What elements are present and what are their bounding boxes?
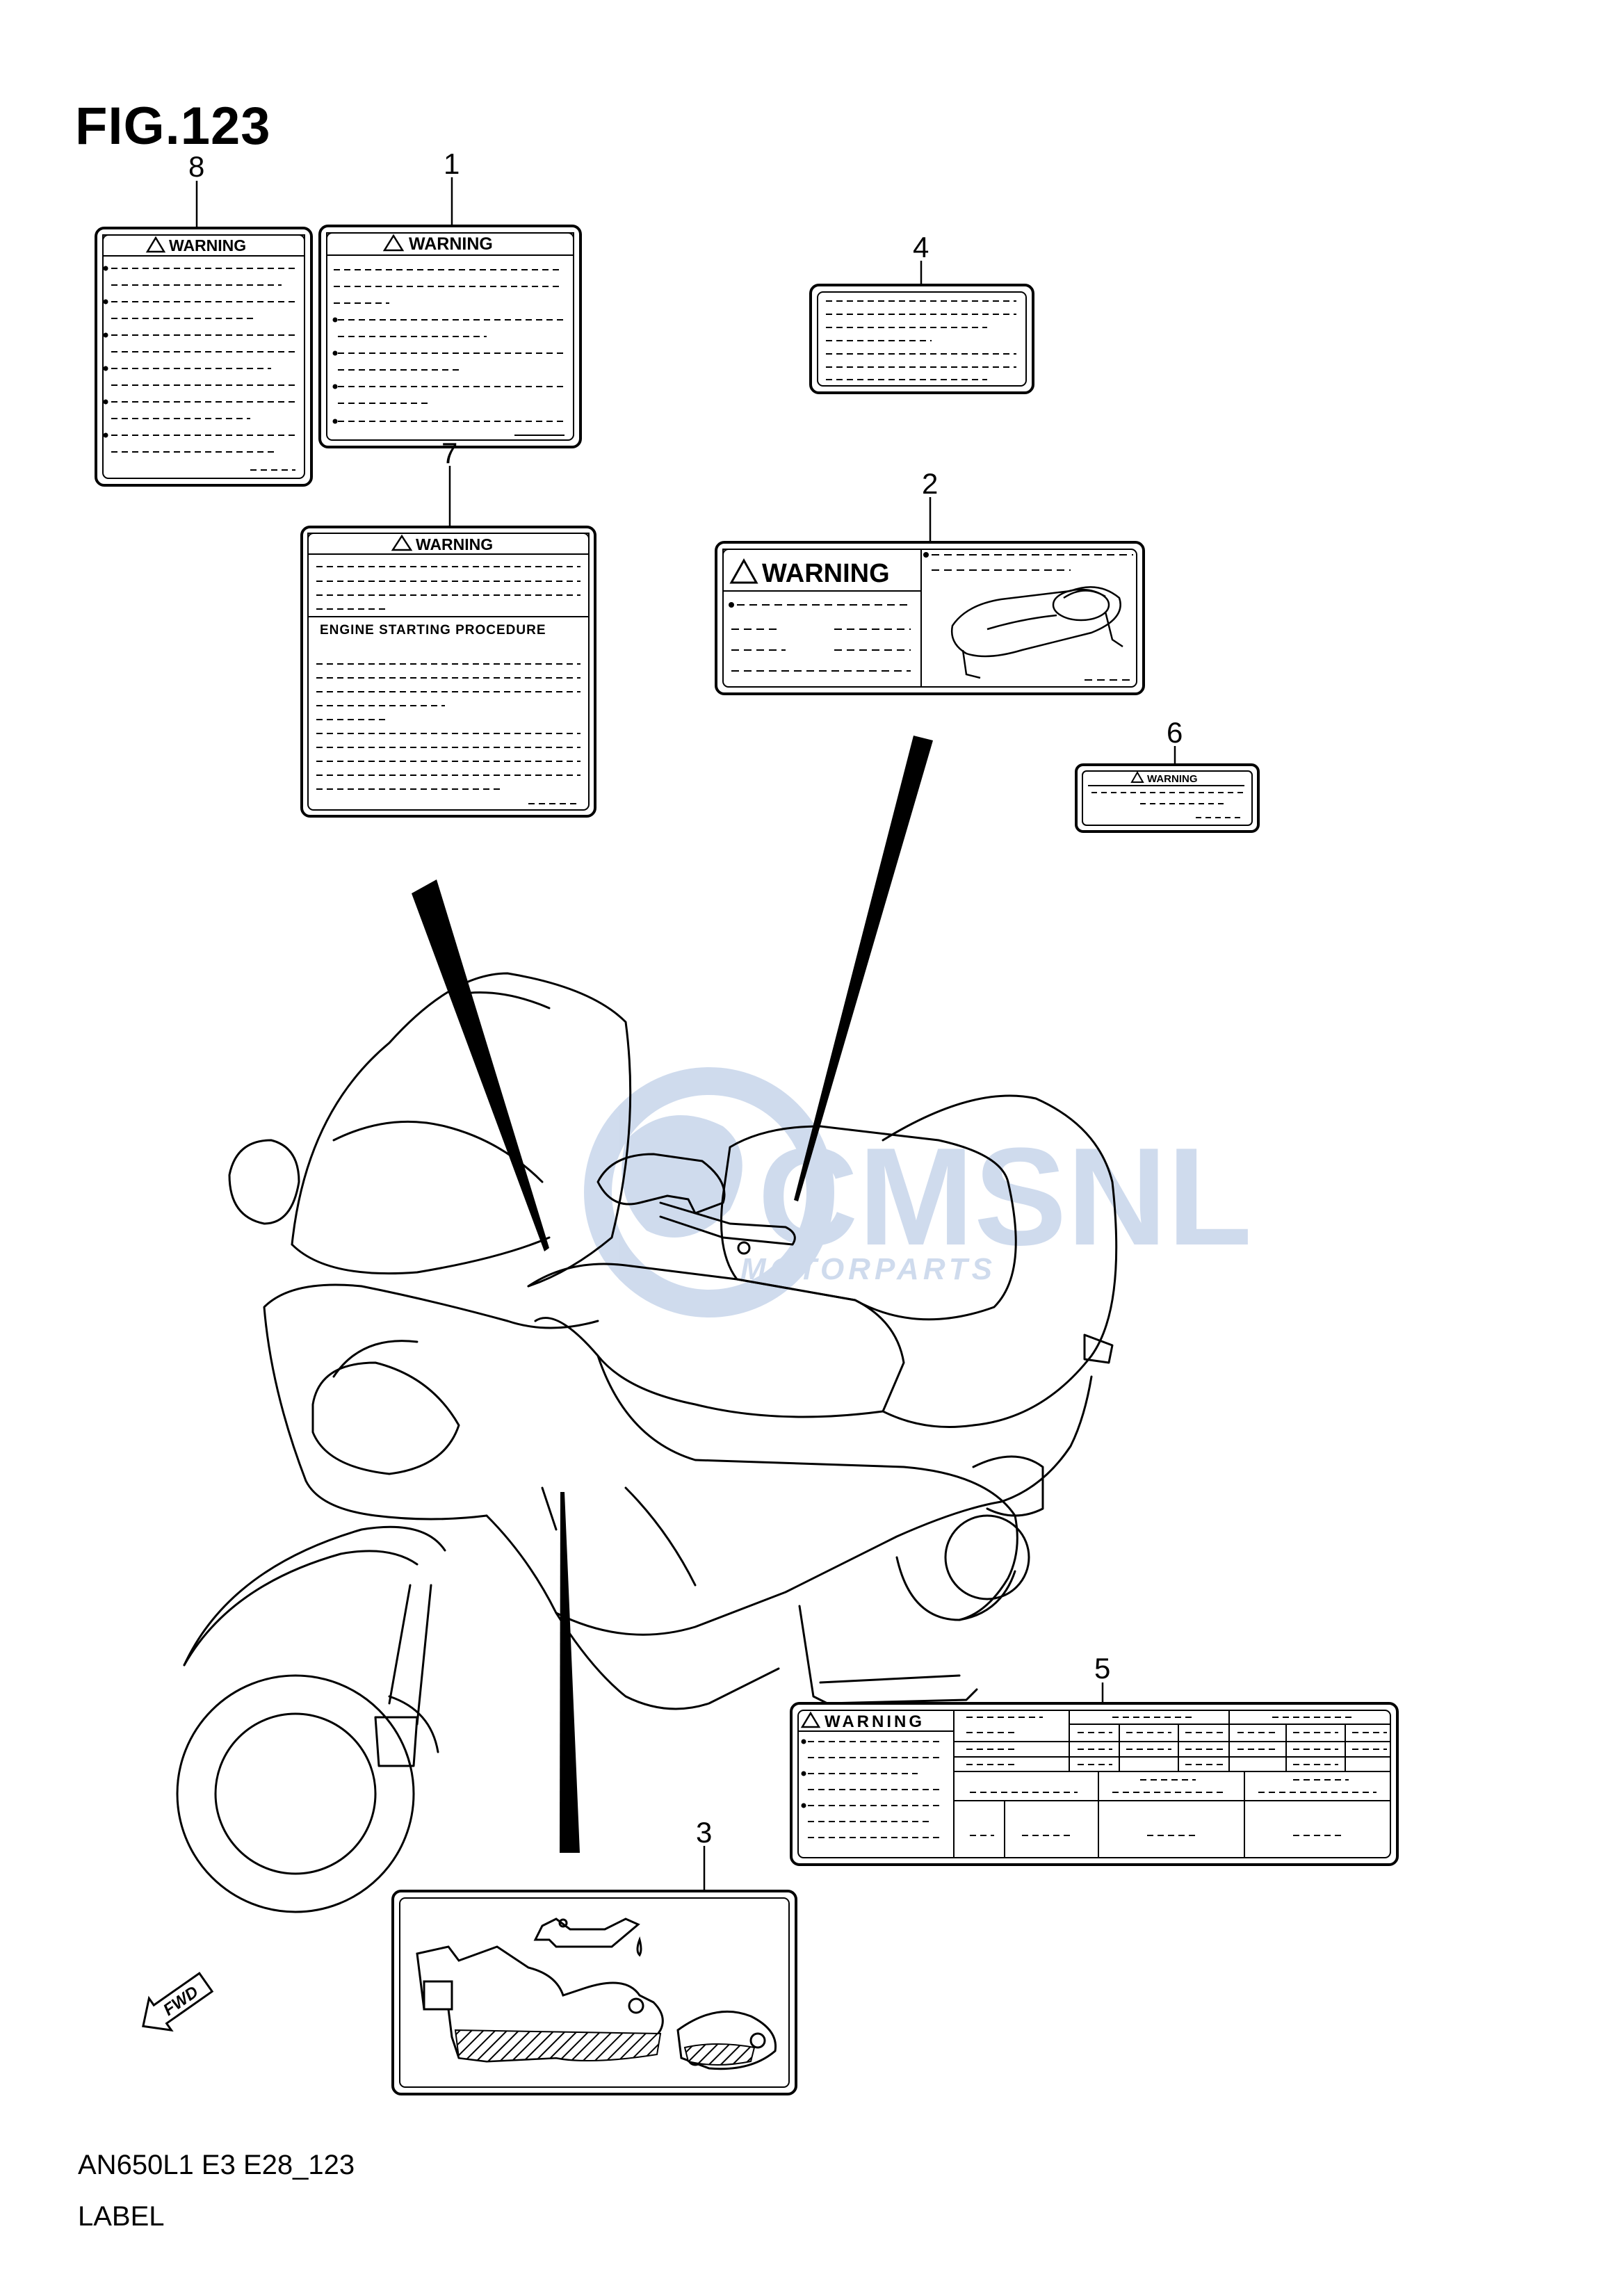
warning-triangle-icon xyxy=(800,1711,821,1728)
label-7-procedure-title: ENGINE STARTING PROCEDURE xyxy=(320,623,546,638)
label-4 xyxy=(809,284,1034,394)
callout-3: 3 xyxy=(696,1816,712,1849)
scooter-illustration xyxy=(176,972,1118,1913)
oil-can-icon xyxy=(533,1917,642,1957)
label-7-header: WARNING xyxy=(416,535,493,553)
callout-numbers: 8 1 4 7 2 6 5 3 xyxy=(188,147,1183,1849)
watermark: CMSNL MOTORPARTS xyxy=(584,1067,1252,1317)
figure-title: FIG.123 xyxy=(75,97,271,156)
label-3 xyxy=(391,1890,797,2095)
label-6: WARNING xyxy=(1075,763,1260,833)
label-1: WARNING xyxy=(318,225,582,448)
label-2-header: WARNING xyxy=(762,559,890,588)
scooter-sketch-icon xyxy=(950,586,1123,679)
callout-5: 5 xyxy=(1094,1652,1110,1685)
label-8: WARNING xyxy=(95,227,313,487)
label-2: WARNING xyxy=(715,541,1145,695)
warning-triangle-icon xyxy=(391,534,413,551)
callout-4: 4 xyxy=(913,231,929,263)
label-6-header: WARNING xyxy=(1147,773,1198,785)
pointer-lines xyxy=(412,736,933,1853)
label-5-header: WARNING xyxy=(825,1712,925,1731)
warning-triangle-icon xyxy=(729,558,758,584)
figure-code: AN650L1 E3 E28_123 xyxy=(78,2150,355,2180)
forward-arrow-icon: FWD xyxy=(142,1972,214,2032)
callout-1: 1 xyxy=(444,147,460,180)
label-5: WARNING xyxy=(790,1702,1399,1866)
callout-7: 7 xyxy=(441,437,457,469)
figure-caption: LABEL xyxy=(78,2201,165,2232)
watermark-brand: CMSNL xyxy=(758,1119,1252,1274)
callout-8: 8 xyxy=(188,150,204,183)
watermark-sub: MOTORPARTS xyxy=(740,1252,996,1286)
callout-6: 6 xyxy=(1167,716,1183,749)
warning-triangle-icon xyxy=(145,236,166,253)
label-8-header: WARNING xyxy=(169,236,246,254)
warning-triangle-icon xyxy=(382,234,405,252)
callout-2: 2 xyxy=(922,467,938,500)
label-1-header: WARNING xyxy=(409,234,493,254)
callouts xyxy=(195,177,1176,1891)
warning-triangle-icon xyxy=(1130,770,1144,783)
label-7: WARNING ENGINE STARTING PROCEDURE xyxy=(300,526,596,818)
